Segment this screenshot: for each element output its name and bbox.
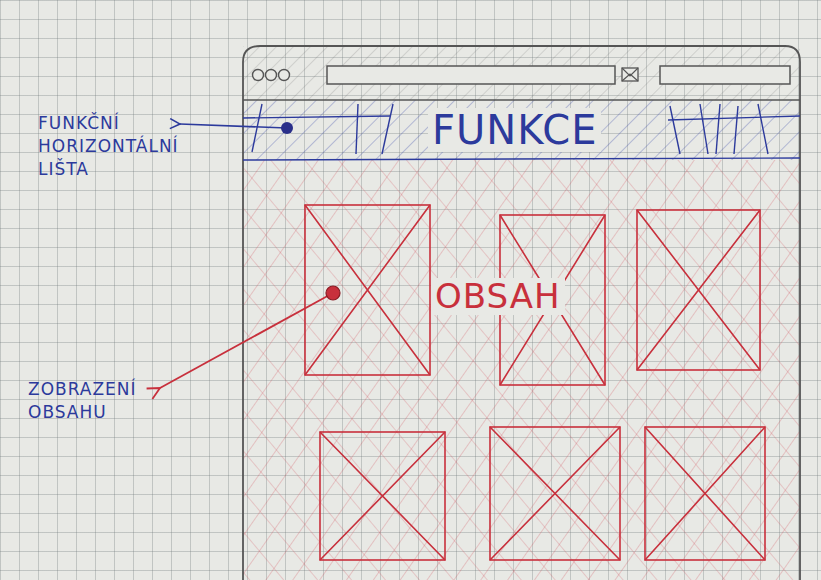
node-title: FUNKCE	[428, 108, 601, 152]
browser-window	[243, 46, 800, 580]
content-placeholders	[305, 205, 765, 560]
callout-label: FUNKČNÍ HORIZONTÁLNÍ LIŠTA	[38, 112, 170, 181]
leader-lines	[160, 122, 340, 388]
content-area: OBSAH	[243, 160, 800, 580]
function-bar: FUNKCE	[243, 100, 800, 160]
callout-label: ZOBRAZENÍ OBSAHU	[28, 378, 154, 424]
node-title: OBSAH	[431, 278, 565, 315]
function-bar-marks	[243, 104, 800, 160]
